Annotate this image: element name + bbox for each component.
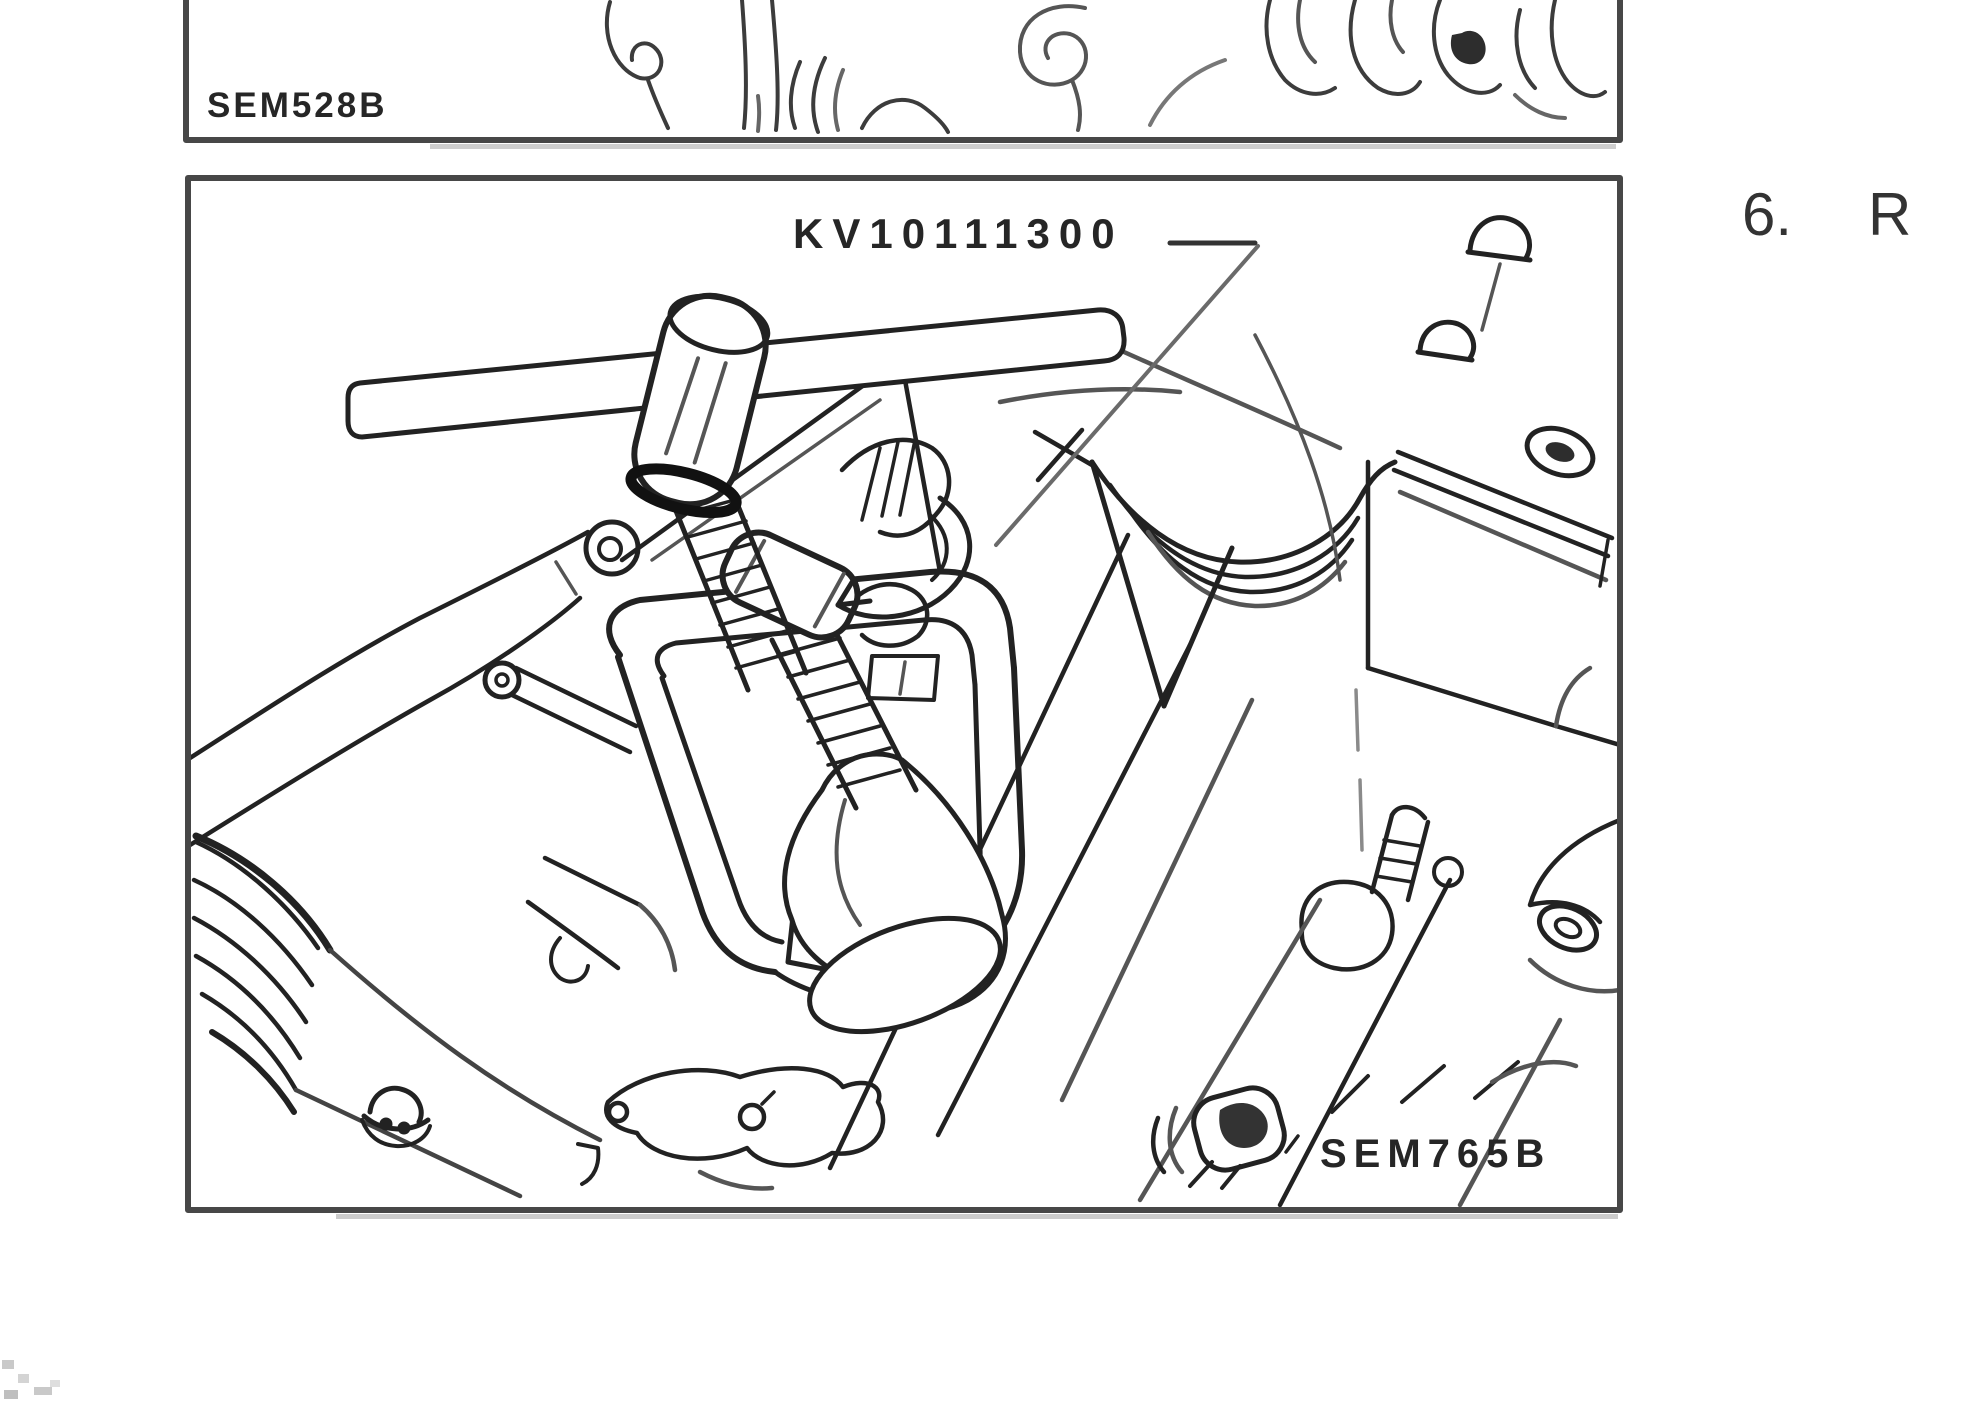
right-block-shapes bbox=[1527, 817, 1620, 994]
label-leader bbox=[994, 240, 1260, 547]
bottom-right-details bbox=[1150, 1059, 1579, 1190]
rotation-arrow bbox=[835, 495, 973, 620]
hose-upper bbox=[188, 519, 641, 848]
screw-thread-upper bbox=[671, 488, 809, 693]
swivel-block bbox=[625, 292, 771, 519]
hose-lower bbox=[482, 660, 639, 755]
scalloped-head-edge bbox=[1032, 427, 1398, 709]
machined-band bbox=[1391, 449, 1615, 588]
tool-label-kv10111300: KV10111300 bbox=[793, 210, 1124, 257]
stud-bolt bbox=[1299, 804, 1464, 972]
figure-top-art bbox=[604, 0, 1607, 134]
rocker-curves bbox=[839, 437, 952, 702]
screw-thread-lower bbox=[769, 622, 919, 811]
acorn-nut bbox=[360, 1085, 432, 1149]
figure-box-main bbox=[185, 175, 1623, 1213]
figure-code-sem765b: SEM765B bbox=[1320, 1132, 1552, 1176]
figure-main-art bbox=[188, 215, 1620, 1208]
corrugated-boot bbox=[191, 832, 603, 1199]
step-number: 6. bbox=[1742, 181, 1793, 248]
step-text-fragment: R bbox=[1868, 181, 1912, 248]
figure-box-top bbox=[183, 0, 1623, 143]
figure-code-sem528b: SEM528B bbox=[207, 86, 388, 125]
head-bolts-top-right bbox=[1253, 215, 1596, 582]
puller-cone bbox=[782, 751, 1008, 1035]
pan-curves bbox=[525, 855, 886, 1191]
figure-borders bbox=[183, 0, 1623, 1219]
step-6-line: 6. R bbox=[1742, 180, 1911, 249]
head-side-panel bbox=[1354, 459, 1620, 852]
